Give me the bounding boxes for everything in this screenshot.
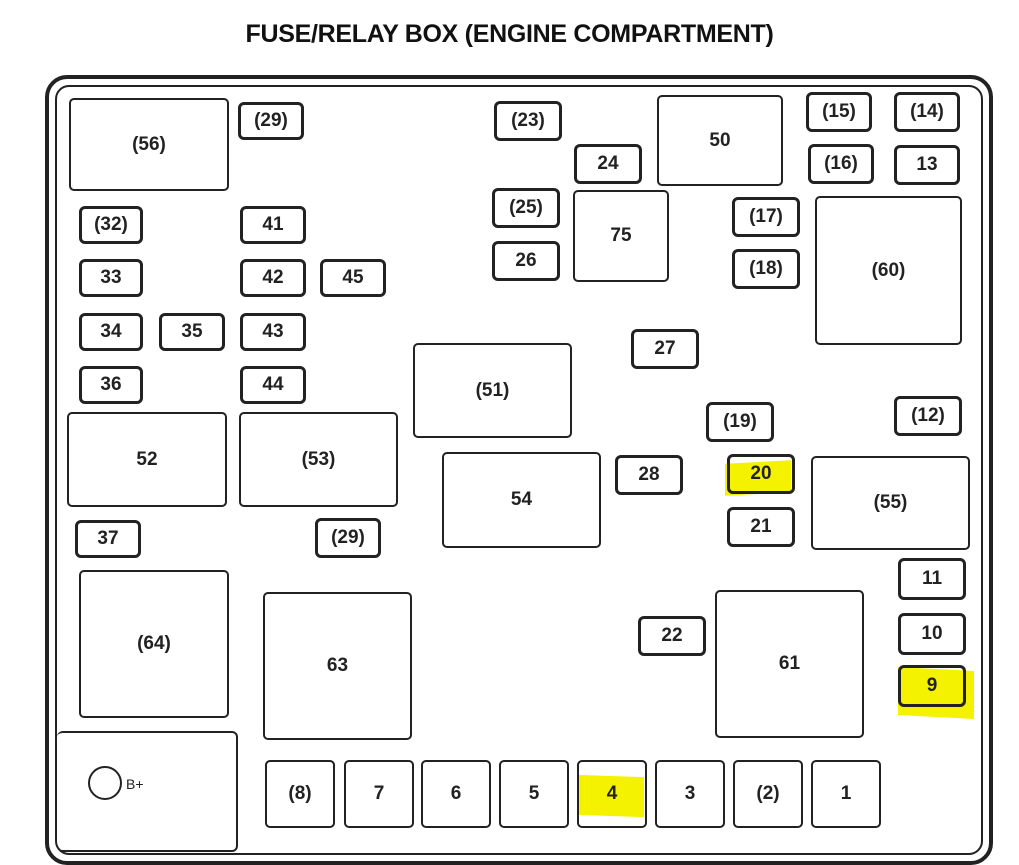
fuse-45: 45 <box>320 259 386 297</box>
fuse-32: (32) <box>79 206 143 244</box>
relay-52: 52 <box>67 412 227 507</box>
relay-64: (64) <box>79 570 229 718</box>
relay-54: 54 <box>442 452 601 548</box>
fuse-24: 24 <box>574 144 642 184</box>
fuse-7: 7 <box>344 760 414 828</box>
fuse-1: 1 <box>811 760 881 828</box>
fuse-33: 33 <box>79 259 143 297</box>
battery-terminal-panel <box>57 731 238 852</box>
relay-60: (60) <box>815 196 962 345</box>
fuse-5: 5 <box>499 760 569 828</box>
relay-61: 61 <box>715 590 864 738</box>
fuse-9: 9 <box>898 665 966 707</box>
fuse-22: 22 <box>638 616 706 656</box>
fuse-34: 34 <box>79 313 143 351</box>
fuse-35: 35 <box>159 313 225 351</box>
fuse-8: (8) <box>265 760 335 828</box>
fuse-14: (14) <box>894 92 960 132</box>
relay-50: 50 <box>657 95 783 186</box>
fuse-11: 11 <box>898 558 966 600</box>
relay-53: (53) <box>239 412 398 507</box>
fuse-23: (23) <box>494 101 562 141</box>
fuse-37: 37 <box>75 520 141 558</box>
fuse-29-bottom: (29) <box>315 518 381 558</box>
fuse-25: (25) <box>492 188 560 228</box>
battery-terminal-label: B+ <box>126 776 144 792</box>
relay-63: 63 <box>263 592 412 740</box>
fuse-13: 13 <box>894 145 960 185</box>
fuse-2: (2) <box>733 760 803 828</box>
fuse-10: 10 <box>898 613 966 655</box>
fuse-42: 42 <box>240 259 306 297</box>
fuse-27: 27 <box>631 329 699 369</box>
fuse-28: 28 <box>615 455 683 495</box>
diagram-title: FUSE/RELAY BOX (ENGINE COMPARTMENT) <box>245 20 774 48</box>
fuse-17: (17) <box>732 197 800 237</box>
relay-56: (56) <box>69 98 229 191</box>
fuse-19: (19) <box>706 402 774 442</box>
fuse-6: 6 <box>421 760 491 828</box>
fuse-29-top: (29) <box>238 102 304 140</box>
fuse-20: 20 <box>727 454 795 494</box>
fuse-36: 36 <box>79 366 143 404</box>
fuse-18: (18) <box>732 249 800 289</box>
fuse-16: (16) <box>808 144 874 184</box>
fuse-15: (15) <box>806 92 872 132</box>
fuse-26: 26 <box>492 241 560 281</box>
fuse-12: (12) <box>894 396 962 436</box>
fuse-3: 3 <box>655 760 725 828</box>
fuse-4: 4 <box>577 760 647 828</box>
fuse-41: 41 <box>240 206 306 244</box>
fuse-44: 44 <box>240 366 306 404</box>
fuse-43: 43 <box>240 313 306 351</box>
relay-55: (55) <box>811 456 970 550</box>
relay-75: 75 <box>573 190 669 282</box>
fuse-21: 21 <box>727 507 795 547</box>
relay-51: (51) <box>413 343 572 438</box>
battery-terminal-icon <box>88 766 122 800</box>
